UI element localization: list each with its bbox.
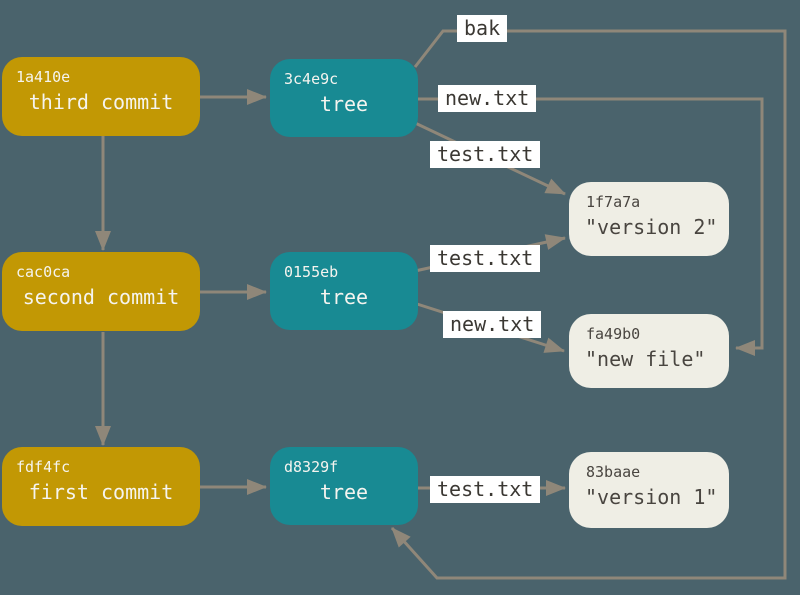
blob-hash: fa49b0 — [586, 325, 641, 343]
commit-node-third: 1a410e third commit — [2, 57, 200, 136]
tree-hash: 3c4e9c — [284, 70, 339, 88]
edge-label-new-txt-top: new.txt — [438, 85, 537, 112]
commit-label: second commit — [22, 285, 180, 309]
tree-node-0155eb: 0155eb tree — [270, 252, 418, 330]
tree-node-3c4e9c: 3c4e9c tree — [270, 59, 418, 137]
commit-label: third commit — [28, 90, 174, 114]
blob-hash: 1f7a7a — [586, 193, 641, 211]
tree-label: tree — [319, 285, 369, 309]
commit-label: first commit — [28, 480, 174, 504]
blob-label: "version 2" — [585, 215, 718, 239]
commit-hash: 1a410e — [16, 68, 71, 86]
edge-label-new-txt-middle: new.txt — [443, 311, 542, 338]
edge-label-test-txt-middle: test.txt — [430, 245, 541, 272]
edge-label-test-txt-top: test.txt — [430, 141, 541, 168]
edge-bak-to-tree-d8329f — [390, 29, 787, 580]
commit-hash: fdf4fc — [16, 458, 71, 476]
tree-hash: 0155eb — [284, 263, 339, 281]
commit-node-first: fdf4fc first commit — [2, 447, 200, 526]
blob-label: "version 1" — [585, 485, 718, 509]
blob-node-fa49b0: fa49b0 "new file" — [569, 314, 729, 388]
blob-node-1f7a7a: 1f7a7a "version 2" — [569, 182, 729, 256]
blob-node-83baae: 83baae "version 1" — [569, 452, 729, 528]
edge-label-bak: bak — [457, 15, 508, 42]
tree-node-d8329f: d8329f tree — [270, 447, 418, 525]
commit-node-second: cac0ca second commit — [2, 252, 200, 331]
edge-label-test-txt-bottom: test.txt — [430, 476, 541, 503]
tree-label: tree — [319, 480, 369, 504]
commit-hash: cac0ca — [16, 263, 71, 281]
tree-hash: d8329f — [284, 458, 339, 476]
edge-new-txt-to-blob-fa49b0 — [418, 97, 764, 356]
tree-label: tree — [319, 92, 369, 116]
blob-label: "new file" — [585, 347, 706, 371]
blob-hash: 83baae — [586, 463, 641, 481]
